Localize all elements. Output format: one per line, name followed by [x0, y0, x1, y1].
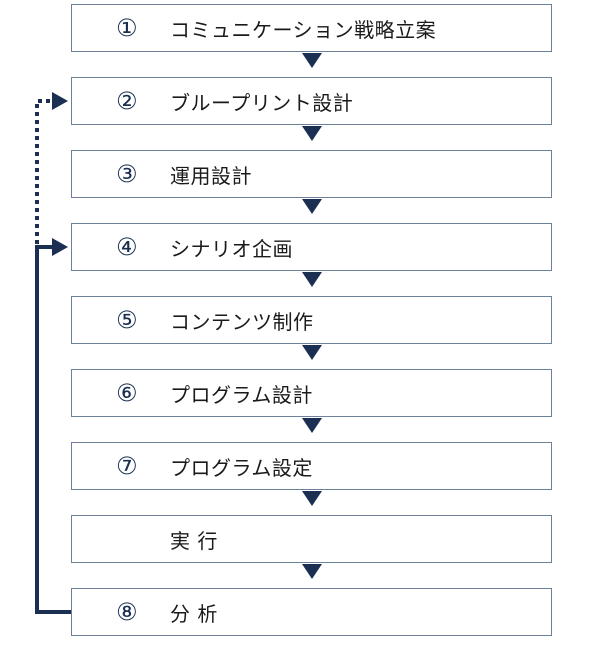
step-4: ④ シナリオ企画	[71, 223, 552, 271]
step-label: ブループリント設計	[170, 90, 354, 115]
down-arrow-icon	[302, 491, 322, 506]
step-6: ⑥ プログラム設計	[71, 369, 552, 417]
step-number: ⑧	[116, 598, 138, 626]
down-arrow-icon	[302, 126, 322, 141]
step-label: 実 行	[170, 528, 218, 553]
step-label: プログラム設定	[170, 455, 313, 480]
step-label: コンテンツ制作	[170, 309, 314, 334]
step-execute: 実 行	[71, 515, 552, 563]
step-1: ① コミュニケーション戦略立案	[71, 4, 552, 52]
step-number: ⑦	[116, 452, 138, 480]
step-number: ④	[116, 233, 138, 261]
down-arrow-icon	[302, 345, 322, 360]
step-number: ①	[116, 14, 138, 42]
step-number: ②	[116, 87, 138, 115]
step-5: ⑤ コンテンツ制作	[71, 296, 552, 344]
down-arrow-icon	[302, 53, 322, 68]
solid-loop-connector	[35, 245, 71, 614]
step-number: ⑥	[116, 379, 138, 407]
down-arrow-icon	[302, 199, 322, 214]
step-3: ③ 運用設計	[71, 150, 552, 198]
step-label: シナリオ企画	[170, 236, 293, 261]
down-arrow-icon	[302, 564, 322, 579]
step-8: ⑧ 分 析	[71, 588, 552, 636]
step-label: コミュニケーション戦略立案	[170, 17, 437, 42]
step-label: 運用設計	[170, 163, 252, 188]
step-number: ⑤	[116, 306, 138, 334]
step-label: 分 析	[170, 601, 218, 626]
loop-arrowhead-icon	[52, 92, 68, 110]
dotted-loop-connector	[35, 99, 52, 244]
step-label: プログラム設計	[170, 382, 313, 407]
loop-arrowhead-icon	[52, 238, 68, 256]
step-number: ③	[116, 160, 138, 188]
down-arrow-icon	[302, 272, 322, 287]
down-arrow-icon	[302, 418, 322, 433]
step-2: ② ブループリント設計	[71, 77, 552, 125]
step-7: ⑦ プログラム設定	[71, 442, 552, 490]
